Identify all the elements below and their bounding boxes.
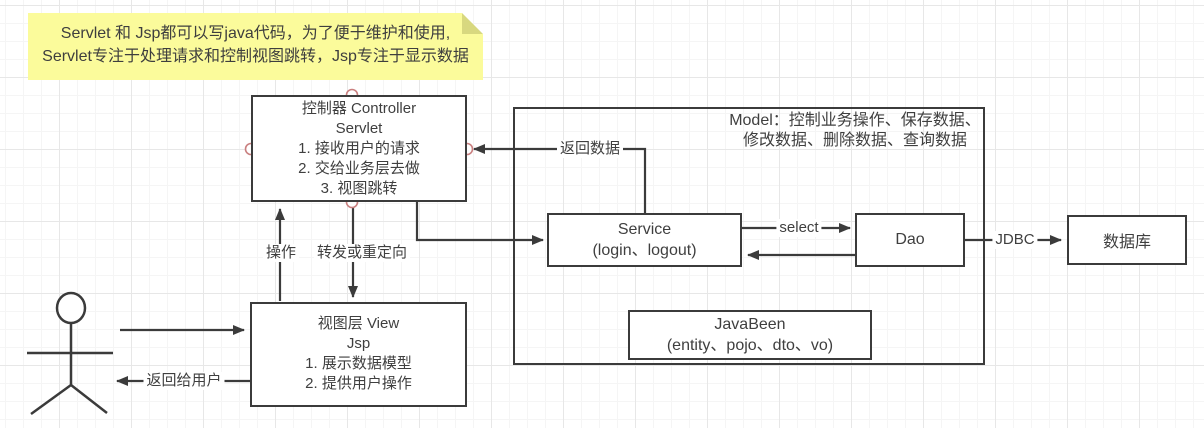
dao-label: Dao bbox=[895, 231, 925, 248]
database-box[interactable]: 数据库 bbox=[1067, 215, 1187, 265]
note-text-line: Servlet 和 Jsp都可以写java代码，为了便于维护和使用, bbox=[60, 25, 451, 42]
controller-label-line: 控制器 Controller bbox=[301, 100, 417, 117]
sticky-note[interactable]: Servlet 和 Jsp都可以写java代码，为了便于维护和使用, Servl… bbox=[28, 13, 483, 80]
label-return-data: 返回数据 bbox=[556, 140, 624, 158]
service-box[interactable]: Service (login、logout) bbox=[547, 213, 742, 267]
user-actor-icon[interactable] bbox=[27, 291, 113, 416]
note-fold-corner-icon bbox=[462, 13, 483, 34]
model-title: Model：控制业务操作、保存数据、 修改数据、删除数据、查询数据 bbox=[720, 111, 990, 151]
controller-label-line: 2. 交给业务层去做 bbox=[298, 160, 420, 177]
model-container-box[interactable] bbox=[513, 107, 985, 365]
note-text-line: Servlet专注于处理请求和控制视图跳转，Jsp专注于显示数据 bbox=[42, 48, 469, 65]
model-title-line: 修改数据、删除数据、查询数据 bbox=[742, 132, 967, 149]
controller-label-line: 1. 接收用户的请求 bbox=[298, 140, 420, 157]
label-forward-redirect: 转发或重定向 bbox=[313, 244, 411, 262]
javabeen-label-line: JavaBeen bbox=[714, 316, 786, 333]
service-label-line: (login、logout) bbox=[592, 242, 697, 259]
view-jsp-box[interactable]: 视图层 View Jsp 1. 展示数据模型 2. 提供用户操作 bbox=[250, 302, 467, 407]
javabeen-box[interactable]: JavaBeen (entity、pojo、dto、vo) bbox=[628, 310, 872, 360]
label-jdbc: JDBC bbox=[992, 231, 1038, 249]
label-operate: 操作 bbox=[262, 244, 300, 262]
service-label-line: Service bbox=[617, 221, 672, 238]
model-title-line: Model：控制业务操作、保存数据、 bbox=[729, 112, 981, 129]
javabeen-label-line: (entity、pojo、dto、vo) bbox=[666, 337, 834, 354]
view-label-line: 2. 提供用户操作 bbox=[305, 375, 412, 392]
controller-label-line: Servlet bbox=[335, 120, 383, 137]
database-label: 数据库 bbox=[1102, 234, 1151, 251]
label-select: select bbox=[776, 219, 822, 237]
controller-servlet-box[interactable]: 控制器 Controller Servlet 1. 接收用户的请求 2. 交给业… bbox=[251, 95, 467, 202]
view-label-line: Jsp bbox=[346, 335, 371, 352]
controller-label-line: 3. 视图跳转 bbox=[320, 180, 398, 197]
dao-box[interactable]: Dao bbox=[855, 213, 965, 267]
label-return-to-user: 返回给用户 bbox=[143, 372, 225, 390]
view-label-line: 视图层 View bbox=[317, 315, 400, 332]
view-label-line: 1. 展示数据模型 bbox=[305, 355, 412, 372]
